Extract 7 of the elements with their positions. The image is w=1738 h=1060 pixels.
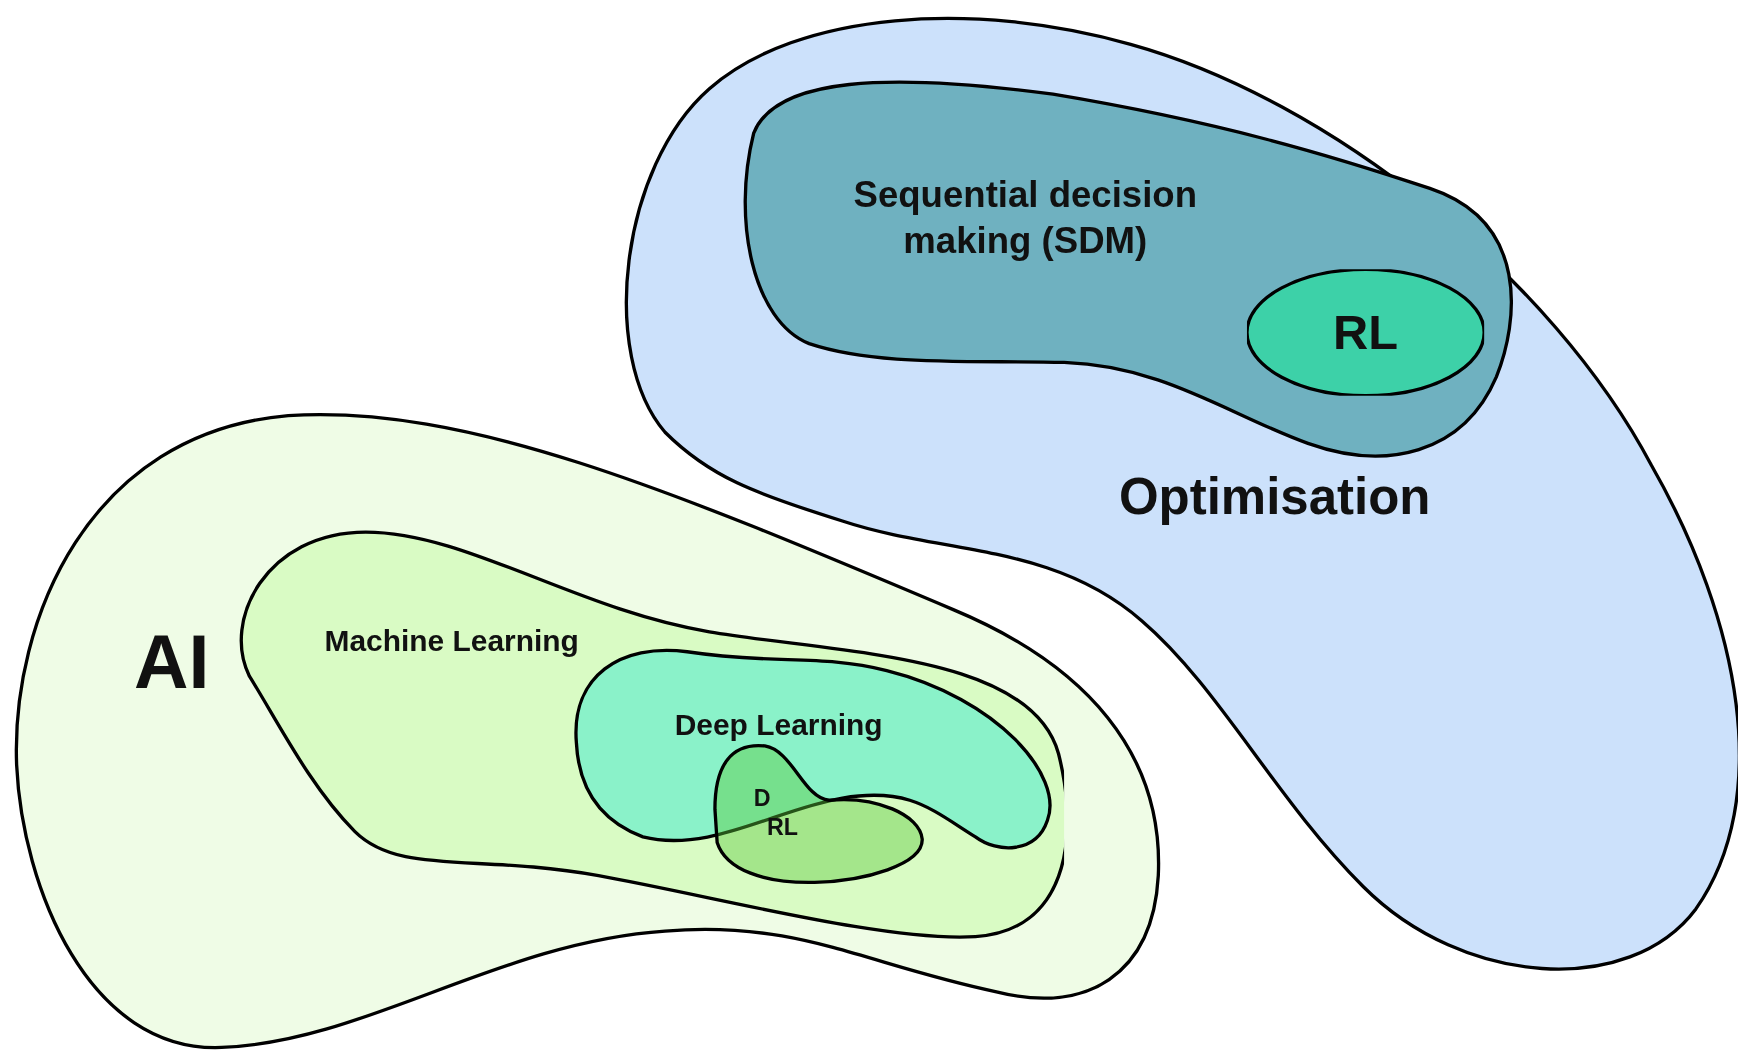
region-label: Machine Learning [323,623,580,660]
region-label: D RL [752,783,796,842]
region-label: Deep Learning [673,707,884,744]
region-label: RL [1332,303,1400,362]
region-label: AI [133,618,211,706]
region-label: Sequential decision making (SDM) [852,173,1199,263]
region-label: Optimisation [1117,466,1432,528]
